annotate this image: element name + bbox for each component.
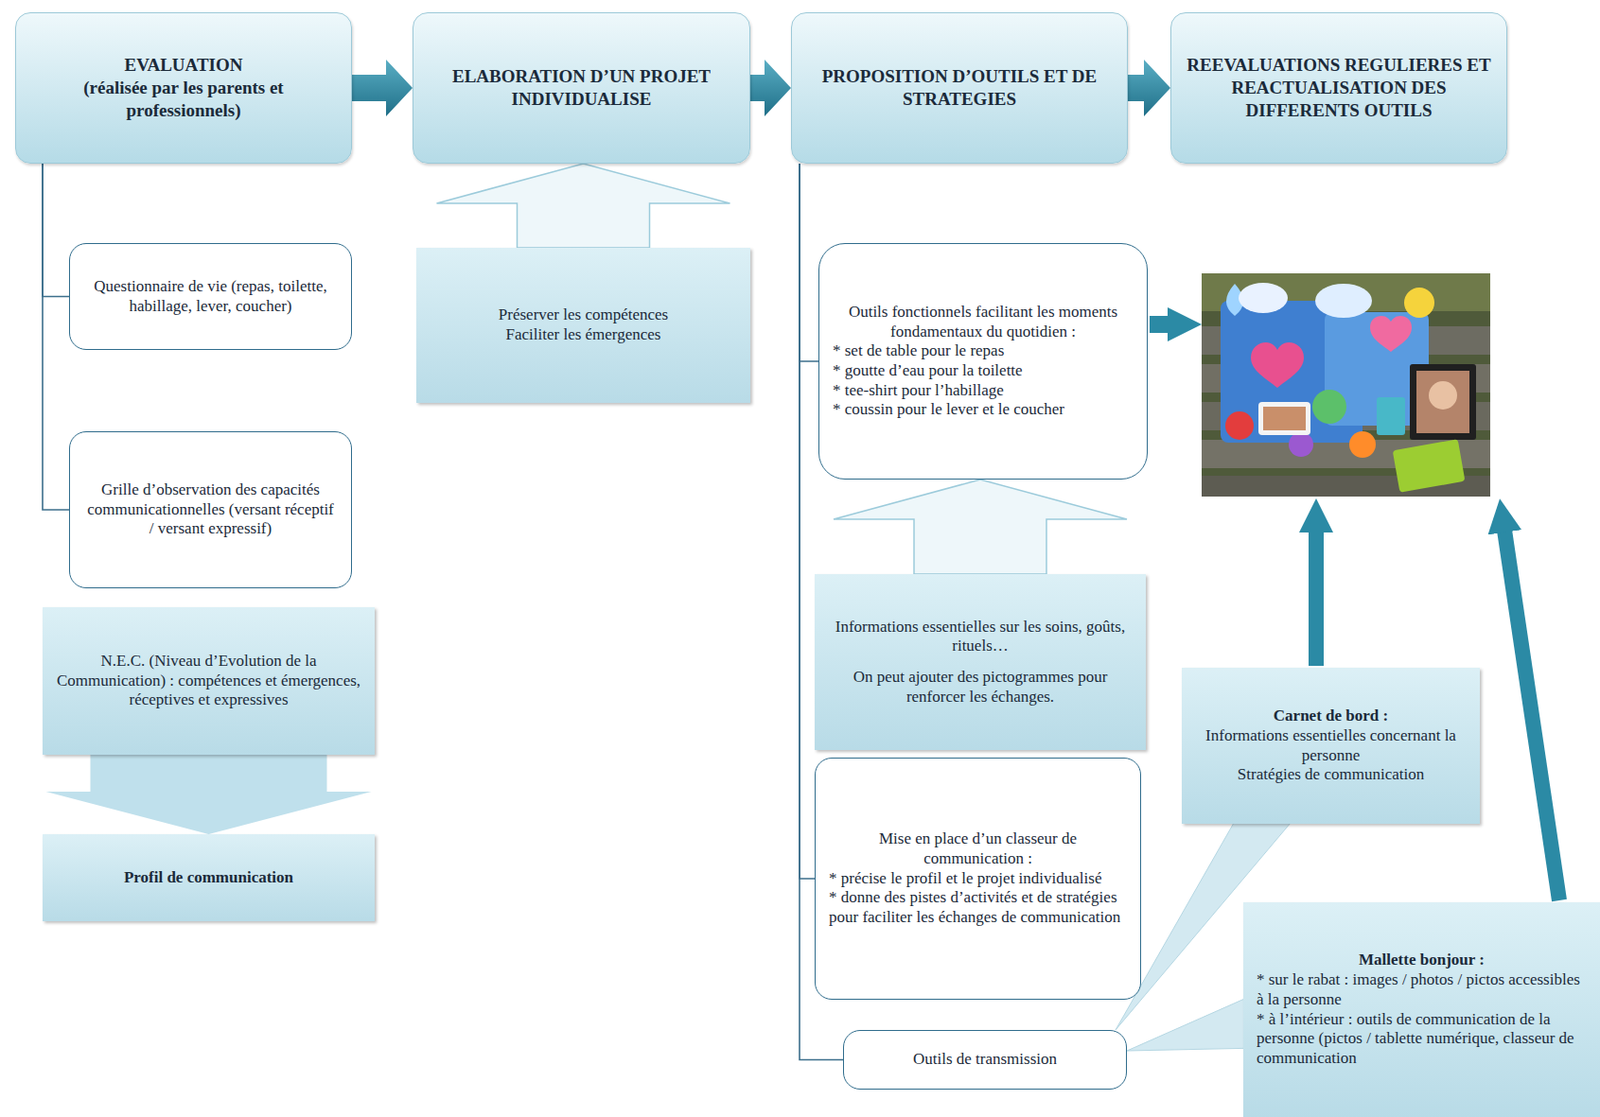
box-heading: REEVALUATIONS REGULIERES ET REACTUALISAT… xyxy=(1186,53,1492,122)
box-text: * coussin pour le lever et le coucher xyxy=(832,400,1134,421)
tree-line xyxy=(799,163,819,362)
circle-shape xyxy=(1404,287,1435,318)
box-text: * goutte d’eau pour la toilette xyxy=(832,361,1134,382)
photo-portrait xyxy=(1428,381,1458,410)
step-box: EVALUATION(réalisée par les parents et p… xyxy=(15,12,352,164)
box-text: On peut ajouter des pictogrammes pour re… xyxy=(827,668,1133,707)
step-box: PROPOSITION D’OUTILS ET DE STRATEGIES xyxy=(791,12,1128,164)
box-heading: Profil de communication xyxy=(55,868,362,889)
photo-frame xyxy=(1409,364,1477,440)
result-box: Profil de communication xyxy=(42,834,375,922)
box-text: Stratégies de communication xyxy=(1195,765,1467,786)
box-text: (réalisée par les parents et professionn… xyxy=(31,76,336,123)
box-heading: Carnet de bord : xyxy=(1195,706,1467,727)
box-heading: ELABORATION D’UN PROJET INDIVIDUALISE xyxy=(428,65,735,111)
box-heading: Grille d’observation des capacités commu… xyxy=(83,480,338,540)
photo-portrait xyxy=(1416,370,1470,434)
paper-card xyxy=(1376,397,1406,436)
photo xyxy=(1201,273,1491,497)
callout-box: Carnet de bord :Informations essentielle… xyxy=(1181,668,1480,825)
tool-box: Outils de transmission xyxy=(843,1030,1127,1091)
tablet-shape xyxy=(1392,439,1466,493)
step-box: REEVALUATIONS REGULIERES ET REACTUALISAT… xyxy=(1170,12,1508,164)
label-oval xyxy=(1238,282,1288,314)
goal-box: Préserver les compétencesFaciliter les é… xyxy=(416,247,751,404)
circle-shape xyxy=(1312,389,1347,424)
tool-box: Grille d’observation des capacités commu… xyxy=(69,431,352,589)
photo-background xyxy=(1201,273,1491,497)
photo-card xyxy=(1263,406,1306,431)
box-text: * tee-shirt pour l’habillage xyxy=(832,381,1134,402)
pointer-arrow xyxy=(1308,517,1324,667)
flow-arrow xyxy=(750,59,792,117)
box-heading: Mallette bonjour : xyxy=(1256,950,1587,971)
box-text: * set de table pour le repas xyxy=(832,341,1134,362)
tool-box: Mise en place d’un classeur de communica… xyxy=(814,757,1142,1001)
info-box: Informations essentielles sur les soins,… xyxy=(814,574,1146,751)
tree-line xyxy=(799,163,815,880)
box-heading: Questionnaire de vie (repas, toilette, h… xyxy=(83,277,338,317)
box-heading: Outils de transmission xyxy=(857,1050,1113,1071)
circle-shape xyxy=(1349,431,1376,458)
box-text: * donne des pistes d’activités et de str… xyxy=(828,888,1127,928)
box-text: Informations essentielles concernant la … xyxy=(1195,726,1467,766)
flow-arrow xyxy=(1127,59,1171,117)
pointer-arrow xyxy=(1149,316,1183,334)
tree-line xyxy=(42,163,70,298)
step-box: ELABORATION D’UN PROJET INDIVIDUALISE xyxy=(412,12,751,164)
heart-shape xyxy=(1250,342,1304,388)
flow-arrow xyxy=(351,59,413,117)
box-heading: EVALUATION xyxy=(31,53,336,77)
block-arrow xyxy=(437,163,731,248)
tool-box: Questionnaire de vie (repas, toilette, h… xyxy=(69,243,352,351)
heart-shape xyxy=(1370,316,1412,352)
box-heading: PROPOSITION D’OUTILS ET DE STRATEGIES xyxy=(807,65,1112,111)
box-text: Faciliter les émergences xyxy=(429,325,738,346)
callout-tail xyxy=(1126,999,1245,1052)
box-text: * précise le profil et le projet individ… xyxy=(828,869,1127,890)
circle-shape xyxy=(1225,411,1254,440)
tool-box: Outils fonctionnels facilitant les momen… xyxy=(818,243,1148,480)
box-text: * à l’intérieur : outils de communicatio… xyxy=(1256,1010,1587,1070)
box-heading: Mise en place d’un classeur de communica… xyxy=(828,829,1127,869)
box-heading: N.E.C. (Niveau d’Evolution de la Communi… xyxy=(55,651,362,711)
box-heading: Préserver les compétences xyxy=(429,305,738,326)
info-box: N.E.C. (Niveau d’Evolution de la Communi… xyxy=(42,607,375,756)
callout-box: Mallette bonjour :* sur le rabat : image… xyxy=(1243,902,1600,1117)
box-heading: Informations essentielles sur les soins,… xyxy=(827,617,1133,657)
block-arrow xyxy=(46,755,372,835)
box-text: * sur le rabat : images / photos / picto… xyxy=(1256,970,1587,1010)
block-arrow xyxy=(833,479,1127,575)
label-oval xyxy=(1315,283,1372,318)
photo-card xyxy=(1258,402,1311,436)
box-heading: Outils fonctionnels facilitant les momen… xyxy=(832,302,1134,342)
circle-shape xyxy=(1288,432,1314,458)
pointer-arrow xyxy=(1502,517,1560,901)
tree-line xyxy=(42,163,70,510)
